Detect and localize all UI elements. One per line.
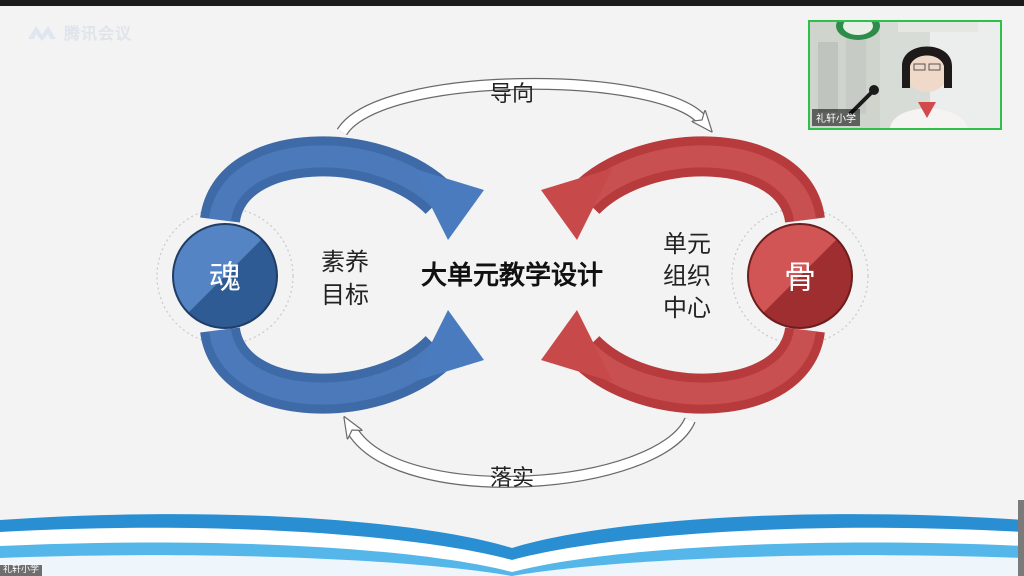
app-logo: 腾讯会议 <box>26 20 132 44</box>
blue-cycle-arrows <box>200 136 484 414</box>
app-name: 腾讯会议 <box>64 24 133 43</box>
red-cycle-arrows <box>541 136 825 414</box>
bottom-participant-label: 礼轩小学 <box>0 565 43 576</box>
bone-char: 骨 <box>784 258 816 296</box>
tencent-meeting-logo-icon <box>28 26 56 41</box>
top-arrow-label: 导向 <box>490 82 534 107</box>
participant-video-tile[interactable]: 礼轩小学 <box>808 20 1002 130</box>
bottom-curved-arrow <box>352 420 696 488</box>
right-text-line-1: 单元 <box>663 230 711 258</box>
participant-name-label: 礼轩小学 <box>812 109 860 126</box>
left-text-line-1: 素养 <box>321 248 369 276</box>
right-text-line-2: 组织 <box>663 262 711 290</box>
soul-char: 魂 <box>209 258 241 296</box>
right-bone-circle <box>747 223 853 329</box>
left-soul-circle <box>172 223 278 329</box>
bottom-wave-decoration <box>0 514 1024 576</box>
top-curved-arrow <box>336 77 702 136</box>
right-edge-strip <box>1018 500 1024 576</box>
right-text-line-3: 中心 <box>663 294 711 322</box>
window-top-bar <box>0 0 1024 6</box>
center-title: 大单元教学设计 <box>421 260 603 291</box>
bottom-arrow-label: 落实 <box>490 466 534 491</box>
left-text-line-2: 目标 <box>321 281 369 309</box>
